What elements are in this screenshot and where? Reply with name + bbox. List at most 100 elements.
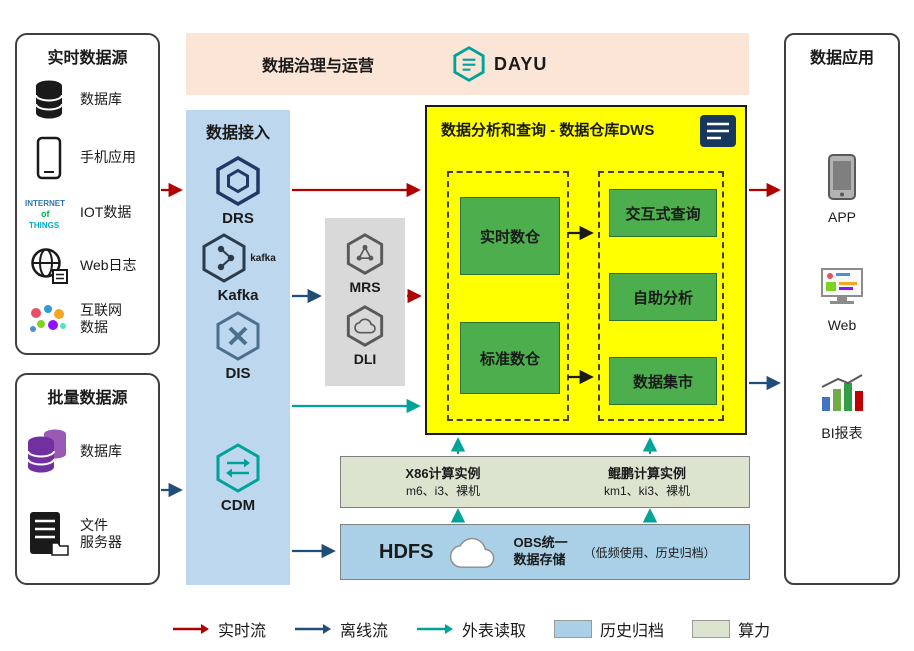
app-item: Web: [786, 267, 898, 333]
database-purple-icon: [23, 428, 75, 476]
source-label: 手机应用: [80, 149, 136, 166]
service-label: MRS: [349, 279, 381, 295]
list-item: 手机应用: [23, 136, 154, 180]
obs-line1: OBS统一: [513, 535, 568, 551]
globe-log-icon: [23, 246, 75, 286]
x86-title: X86计算实例: [405, 466, 481, 482]
legend-external-read: 外表读取: [416, 617, 526, 641]
legend-label: 算力: [738, 623, 771, 640]
legend-label: 离线流: [340, 623, 389, 640]
middleware-panel: MRS DLI: [325, 218, 405, 386]
service-mrs: MRS: [325, 232, 405, 295]
legend-offline-flow: 离线流: [294, 617, 388, 641]
dws-title: 数据分析和查询 - 数据仓库DWS: [441, 122, 655, 139]
svg-text:of: of: [41, 209, 50, 219]
legend-archive: 历史归档: [554, 617, 664, 641]
list-item: 数据库: [23, 79, 154, 121]
list-item: Web日志: [23, 246, 154, 286]
service-label: Kafka: [217, 287, 259, 304]
batch-sources-list: 数据库 文件 服务器: [23, 411, 154, 575]
obs-storage-label: OBS统一 数据存储: [513, 535, 567, 569]
list-item: INTERNET of THINGS IOT数据: [23, 195, 154, 231]
service-cdm: CDM: [186, 442, 290, 514]
dis-hexagon-icon: [216, 311, 260, 361]
service-kafka: kafka Kafka: [186, 232, 290, 304]
archive-swatch: [554, 620, 593, 638]
drs-hexagon-icon: [216, 155, 260, 207]
service-label: DRS: [222, 210, 254, 227]
dws-box: 数据分析和查询 - 数据仓库DWS 实时数仓 标准数仓 交互式查询 自助分析 数…: [425, 105, 747, 435]
kafka-hexagon-icon: [202, 233, 246, 283]
hdfs-label: HDFS: [379, 540, 434, 563]
governance-title: 数据治理与运营: [262, 58, 375, 75]
data-access-column: 数据接入 DRS kafka Kafka: [186, 110, 290, 585]
realtime-sources-list: 数据库 手机应用 INTERNET of THINGS: [23, 71, 154, 345]
legend-label: 历史归档: [600, 623, 665, 640]
app-item: BI报表: [786, 373, 898, 443]
dayu-brand: DAYU: [452, 45, 547, 83]
legend: 实时流 离线流 外表读取 历史归档 算力: [172, 614, 770, 644]
list-item: 文件 服务器: [23, 510, 154, 558]
service-label: DIS: [225, 365, 251, 382]
svg-text:THINGS: THINGS: [29, 221, 60, 230]
dws-service-group: 交互式查询 自助分析 数据集市: [598, 171, 724, 421]
data-access-title: 数据接入: [205, 125, 270, 142]
service-dli: DLI: [325, 304, 405, 367]
app-phone-icon: [828, 154, 856, 200]
web-monitor-icon: [821, 268, 863, 304]
source-label: Web日志: [80, 257, 137, 274]
obs-cloud-icon: [450, 537, 495, 568]
obs-note: （低频使用、历史归档）: [583, 545, 716, 560]
app-label: APP: [827, 209, 856, 225]
database-icon: [23, 79, 75, 121]
governance-banner: 数据治理与运营 DAYU: [186, 33, 749, 95]
file-server-icon: [23, 510, 75, 558]
source-label: 数据库: [80, 443, 122, 460]
source-label: IOT数据: [80, 204, 132, 221]
cdm-hexagon-icon: [216, 443, 260, 493]
kunpeng-detail: km1、ki3、裸机: [603, 483, 690, 498]
x86-detail: m6、i3、裸机: [405, 483, 480, 498]
compute-instances-box: X86计算实例 m6、i3、裸机 鲲鹏计算实例 km1、ki3、裸机: [340, 456, 750, 508]
app-item: APP: [786, 153, 898, 225]
x86-compute-block: X86计算实例 m6、i3、裸机: [341, 457, 545, 507]
app-label: Web: [827, 317, 857, 333]
realtime-sources-box: 实时数据源 数据库: [15, 33, 160, 355]
service-dis: DIS: [186, 310, 290, 382]
compute-swatch: [692, 620, 731, 638]
standard-warehouse-box: 标准数仓: [460, 322, 560, 394]
data-apps-box: 数据应用 APP Web: [784, 33, 900, 585]
kafka-logo-text: kafka: [250, 252, 276, 264]
legend-realtime-flow: 实时流: [172, 617, 266, 641]
dws-document-icon: [700, 115, 736, 147]
dws-warehouse-group: 实时数仓 标准数仓: [447, 171, 569, 421]
mobile-phone-icon: [23, 136, 75, 180]
data-mart-box: 数据集市: [609, 357, 717, 405]
internet-data-icon: [23, 301, 75, 337]
teal-arrow-icon: [417, 624, 454, 634]
kunpeng-title: 鲲鹏计算实例: [607, 466, 686, 482]
source-label: 文件 服务器: [80, 516, 122, 551]
storage-box: HDFS OBS统一 数据存储 （低频使用、历史归档）: [340, 524, 750, 580]
realtime-warehouse-box: 实时数仓: [460, 197, 560, 275]
data-apps-title: 数据应用: [809, 50, 874, 67]
dli-hexagon-icon: [346, 305, 384, 347]
self-service-analysis-box: 自助分析: [609, 273, 717, 321]
service-label: CDM: [220, 497, 256, 514]
app-label: BI报表: [821, 425, 863, 441]
source-label: 数据库: [80, 90, 122, 107]
service-label: DLI: [353, 351, 377, 367]
list-item: 数据库: [23, 428, 154, 476]
obs-line2: 数据存储: [513, 552, 566, 567]
bi-report-icon: [821, 374, 863, 411]
blue-arrow-icon: [295, 624, 332, 634]
red-arrow-icon: [173, 624, 209, 634]
legend-label: 实时流: [218, 623, 267, 640]
dayu-label: DAYU: [494, 53, 548, 74]
legend-label: 外表读取: [462, 623, 527, 640]
dayu-hexagon-icon: [453, 46, 485, 82]
realtime-sources-title: 实时数据源: [47, 50, 128, 67]
interactive-query-box: 交互式查询: [609, 189, 717, 237]
kunpeng-compute-block: 鲲鹏计算实例 km1、ki3、裸机: [545, 457, 749, 507]
